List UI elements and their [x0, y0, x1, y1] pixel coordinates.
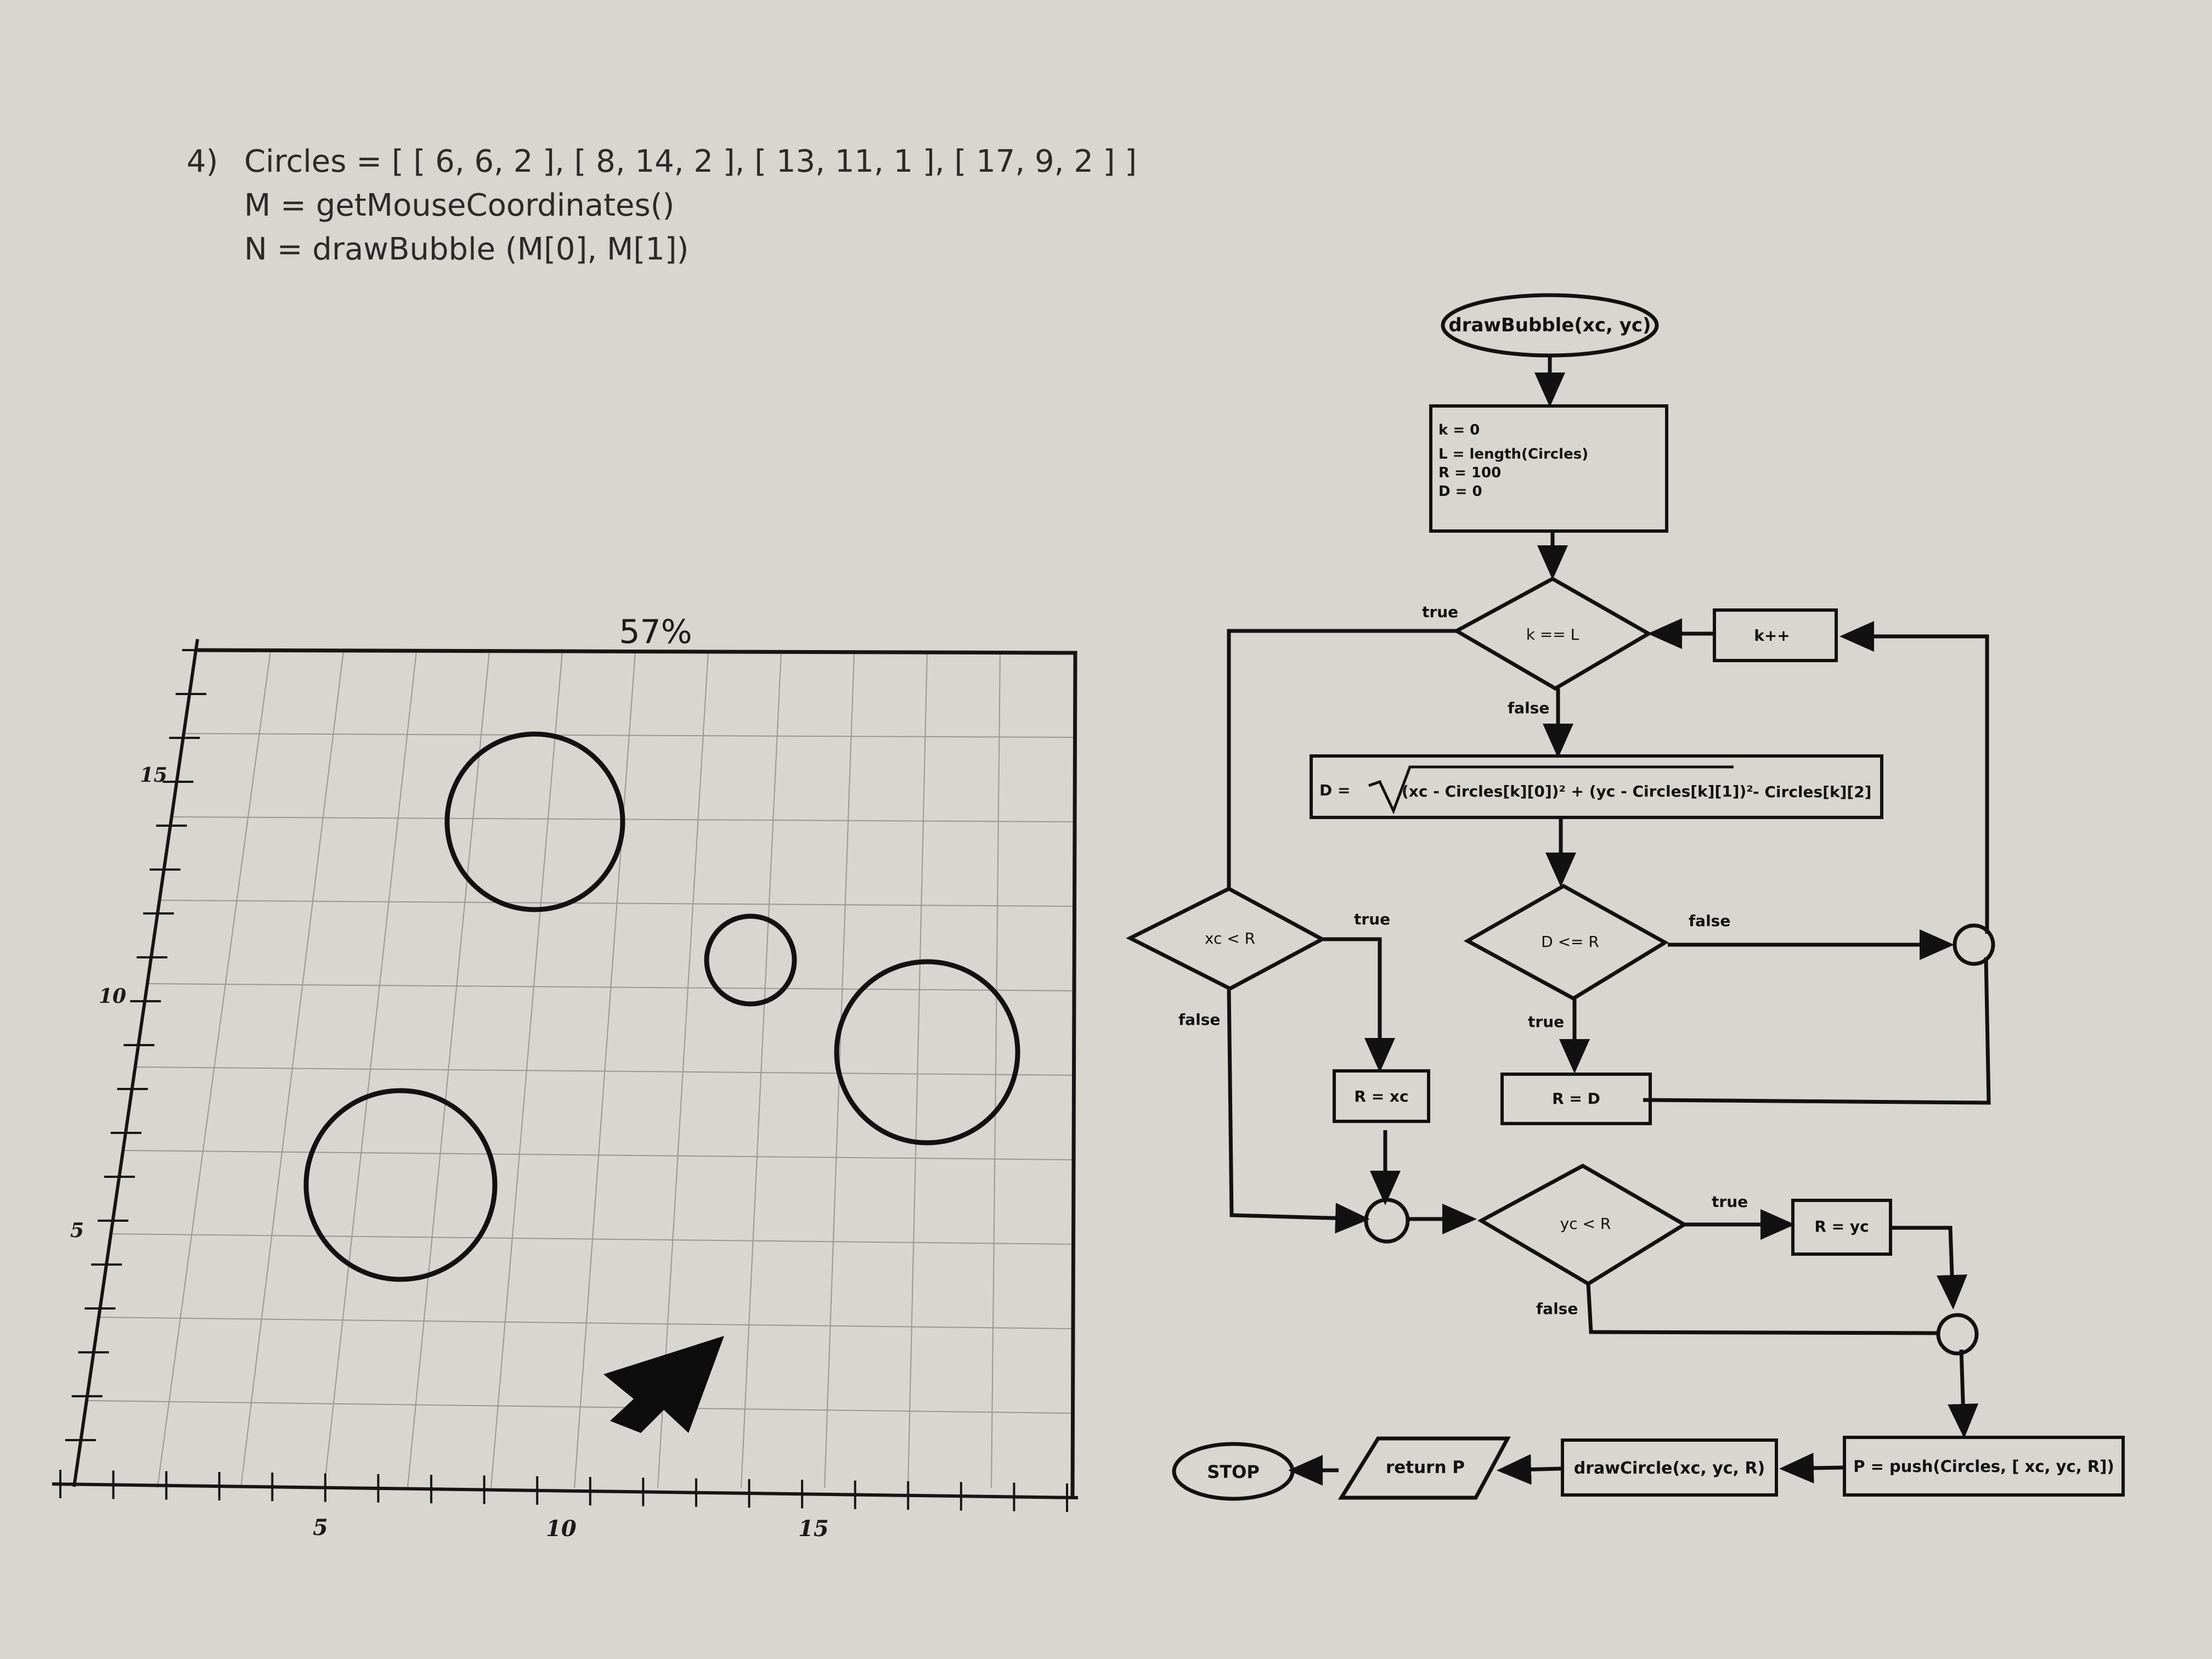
- axis-ticks: [59, 649, 1068, 1512]
- stop-label: STOP: [1207, 1462, 1260, 1482]
- grid-line-vertical: [991, 651, 1001, 1488]
- label-false-yc: false: [1536, 1300, 1578, 1318]
- stop-terminal: [1172, 1442, 1295, 1501]
- problem-number: 4): [187, 144, 218, 179]
- init-line-r: R = 100: [1438, 465, 1501, 481]
- decision-k-eq-l: [1452, 576, 1652, 691]
- circles-definition: Circles = [ [ 6, 6, 2 ], [ 8, 14, 2 ], […: [244, 144, 1137, 179]
- label-false-xc: false: [1178, 1011, 1220, 1029]
- distance-suffix: - Circles[k][2]: [1753, 783, 1871, 801]
- assign-r-xc-label: R = xc: [1354, 1087, 1408, 1105]
- grid-line-vertical: [907, 651, 928, 1488]
- push-label: P = push(Circles, [ xc, yc, R]): [1853, 1457, 2114, 1476]
- label-false-d: false: [1689, 912, 1730, 930]
- draw-circle-label: drawCircle(xc, yc, R): [1574, 1459, 1765, 1478]
- grid-line-horizontal: [111, 1233, 1075, 1245]
- decision-yc-lt-r: [1477, 1163, 1688, 1286]
- distance-formula: (xc - Circles[k][0])² + (yc - Circles[k]…: [1402, 782, 1753, 800]
- label-true-xc: true: [1354, 910, 1390, 928]
- decision-xc-lt-r-label: xc < R: [1205, 929, 1255, 947]
- grid-frame: [197, 648, 1077, 1498]
- decision-d-le-r: [1463, 883, 1669, 1001]
- mouse-pointer-arrow-icon: [603, 1336, 724, 1433]
- grid-line-vertical: [657, 651, 709, 1488]
- grid-line-horizontal: [185, 733, 1075, 738]
- assign-r-yc-label: R = yc: [1814, 1217, 1869, 1235]
- y-tick-label-10: 10: [99, 985, 126, 1008]
- circle-17-9: [834, 959, 1020, 1146]
- init-line-l: L = length(Circles): [1438, 446, 1588, 462]
- start-label: drawBubble(xc, yc): [1448, 314, 1651, 336]
- merge-node-left: [1364, 1198, 1410, 1244]
- circle-8-14: [444, 731, 625, 912]
- decision-k-eq-l-label: k == L: [1526, 625, 1579, 644]
- grid-line-horizontal: [86, 1400, 1075, 1414]
- init-line-d: D = 0: [1438, 483, 1482, 500]
- decision-yc-lt-r-label: yc < R: [1560, 1215, 1611, 1233]
- y-axis: [72, 639, 199, 1487]
- grid-line-vertical: [157, 651, 271, 1488]
- x-tick-label-15: 15: [798, 1516, 829, 1542]
- grid-line-horizontal: [148, 983, 1075, 991]
- merge-node-right: [1953, 923, 1995, 966]
- k-increment-label: k++: [1754, 627, 1790, 645]
- assign-r-d-label: R = D: [1552, 1090, 1600, 1108]
- label-false-k: false: [1508, 699, 1549, 717]
- sqrt-symbol: [1368, 765, 1734, 815]
- circle-13-11: [704, 913, 797, 1007]
- y-tick-label-5: 5: [70, 1219, 84, 1242]
- label-true-k: true: [1422, 603, 1458, 621]
- return-label: return P: [1386, 1458, 1465, 1477]
- grid-line-vertical: [490, 651, 563, 1488]
- assign-r-xc-box: [1333, 1069, 1430, 1123]
- decision-d-le-r-label: D <= R: [1541, 933, 1599, 951]
- distance-process-box: [1310, 754, 1883, 819]
- assign-r-yc-box: [1791, 1199, 1892, 1256]
- grid-line-horizontal: [123, 1150, 1075, 1160]
- grid-line-vertical: [574, 651, 636, 1488]
- circle-6-6: [303, 1088, 498, 1282]
- distance-prefix: D =: [1319, 781, 1350, 799]
- start-terminal: [1441, 293, 1659, 358]
- draw-circle-box: [1561, 1438, 1778, 1497]
- grid-line-vertical: [240, 651, 344, 1488]
- coordinate-grid: 57% 15 10 5 5 10 15: [52, 613, 1079, 1542]
- mouse-coordinates-line: M = getMouseCoordinates(): [244, 188, 675, 223]
- x-tick-label-5: 5: [313, 1515, 328, 1541]
- grid-percent-label: 57%: [619, 613, 692, 651]
- return-io-shape: [1338, 1436, 1511, 1500]
- init-process-box: [1429, 404, 1668, 533]
- grid-line-horizontal: [98, 1317, 1075, 1329]
- decision-xc-lt-r: [1126, 887, 1327, 991]
- grid-line-vertical: [741, 651, 782, 1488]
- grid-line-horizontal: [136, 1066, 1075, 1076]
- y-tick-label-15: 15: [140, 764, 167, 787]
- assign-r-d-box: [1500, 1073, 1652, 1125]
- label-true-d: true: [1528, 1013, 1564, 1031]
- push-box: [1843, 1436, 2125, 1497]
- draw-bubble-call-line: N = drawBubble (M[0], M[1]): [244, 232, 689, 267]
- flowchart: drawBubble(xc, yc) k = 0 L = length(Circ…: [1126, 293, 2125, 1501]
- x-tick-label-10: 10: [546, 1516, 577, 1542]
- grid-line-horizontal: [160, 900, 1075, 907]
- label-true-yc: true: [1712, 1193, 1748, 1211]
- k-increment-box: [1713, 608, 1838, 662]
- merge-node-bottom: [1936, 1313, 1979, 1356]
- init-line-k: k = 0: [1438, 422, 1480, 438]
